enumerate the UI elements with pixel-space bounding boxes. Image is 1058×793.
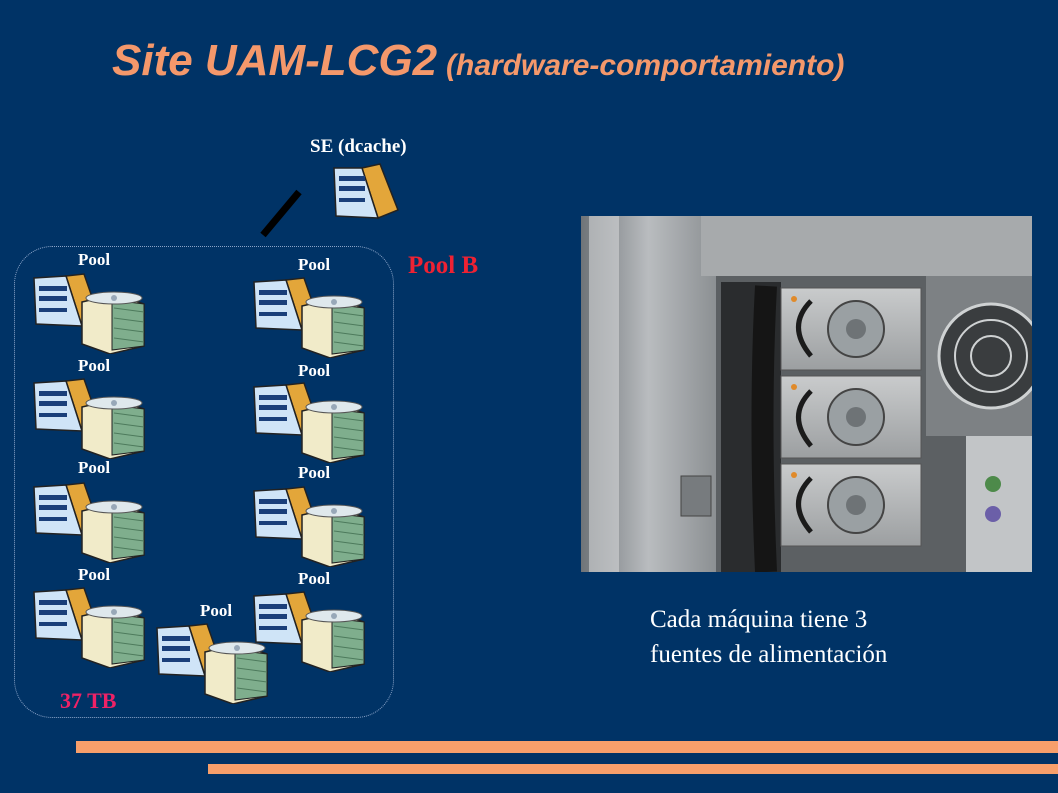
pool-label: Pool: [78, 565, 111, 584]
pool-label: Pool: [200, 601, 233, 620]
pool-label: Pool: [298, 255, 331, 274]
slide-title-sub: (hardware-comportamiento): [446, 49, 845, 82]
disk-stack-icon: [301, 295, 365, 358]
se-server-icon: [330, 162, 400, 220]
disk-stack-icon: [81, 605, 145, 668]
se-connection-line: [260, 189, 302, 238]
disk-stack-icon: [204, 641, 268, 704]
disk-stack-icon: [301, 504, 365, 567]
disk-stack-icon: [81, 500, 145, 563]
pool-label: Pool: [298, 463, 331, 482]
pool-node: [30, 586, 148, 668]
pool-label: Pool: [78, 458, 111, 477]
pool-node: [153, 622, 271, 704]
disk-stack-icon: [301, 609, 365, 672]
disk-stack-icon: [81, 291, 145, 354]
pool-node: [250, 590, 368, 672]
decorative-bar-top: [76, 741, 1058, 753]
disk-stack-icon: [301, 400, 365, 463]
pool-node: [30, 272, 148, 354]
pool-node: [250, 485, 368, 567]
disk-stack-icon: [81, 396, 145, 459]
power-supply-unit: [780, 287, 922, 547]
pool-label: Pool: [298, 569, 331, 588]
pool-label: Pool: [78, 250, 111, 269]
pool-node: [30, 481, 148, 563]
storage-capacity: 37 TB: [60, 688, 117, 713]
pool-group-label: Pool B: [408, 252, 479, 279]
pool-node: [250, 276, 368, 358]
slide-title: Site UAM-LCG2 (hardware-comportamiento): [112, 36, 844, 86]
pool-node: [250, 381, 368, 463]
decorative-bar-bottom: [208, 764, 1058, 774]
server-power-supply-photo: [581, 216, 1045, 573]
caption-line-1: Cada máquina tiene 3: [650, 606, 868, 633]
pool-group-boundary: [14, 246, 394, 718]
se-label: SE (dcache): [310, 136, 407, 157]
slide-title-main: Site UAM-LCG2: [112, 36, 438, 85]
server-tower-icon: [156, 623, 224, 677]
pool-label: Pool: [298, 361, 331, 380]
photo-caption: Cada máquina tiene 3 fuentes de alimenta…: [650, 602, 887, 672]
pool-label: Pool: [78, 356, 111, 375]
caption-line-2: fuentes de alimentación: [650, 641, 888, 668]
pool-node: [30, 377, 148, 459]
